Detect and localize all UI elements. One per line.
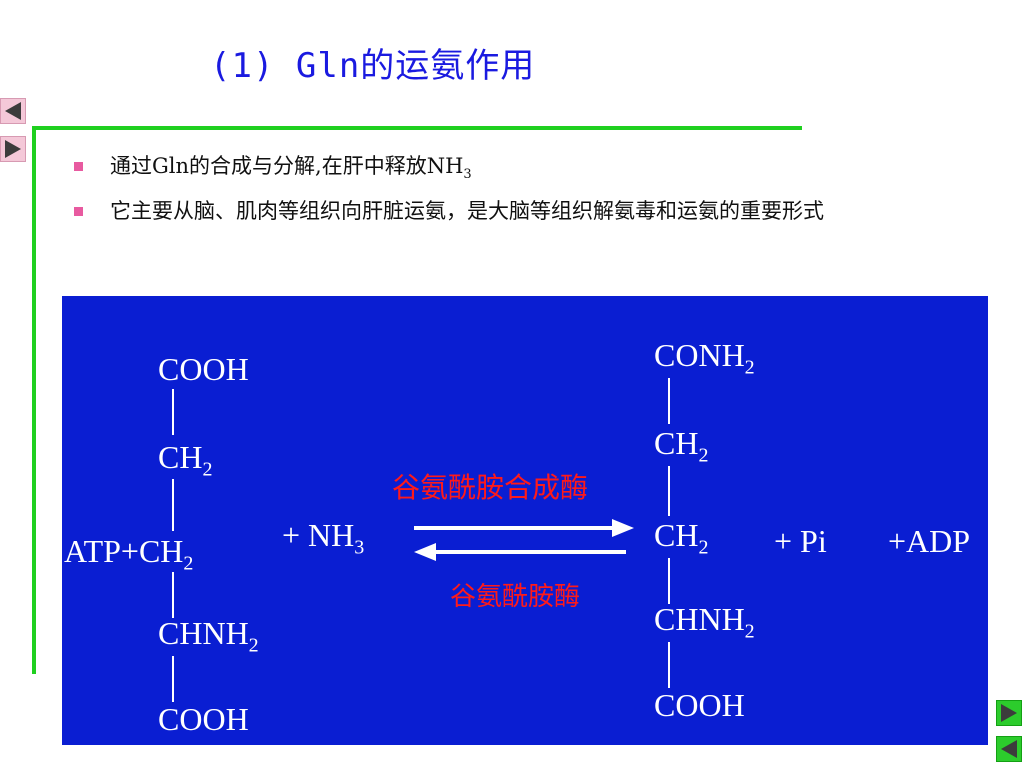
nav-prev-button-bottom[interactable]: [996, 736, 1022, 762]
triangle-left-icon: [5, 102, 21, 120]
bond-line: [668, 642, 670, 688]
right-ch2-2: CH2: [654, 517, 709, 559]
left-cooh-top: COOH: [158, 351, 249, 387]
bond-line: [668, 378, 670, 424]
right-ch2-1: CH2: [654, 425, 709, 467]
triangle-right-icon: [1001, 704, 1017, 722]
reverse-arrow-icon: [414, 543, 436, 561]
bond-line: [172, 656, 174, 702]
bullet-marker: [74, 207, 83, 217]
frame-top-border: [34, 126, 802, 130]
nav-next-button[interactable]: [0, 136, 26, 162]
right-cooh-bottom: COOH: [654, 687, 745, 723]
enzyme-forward-label: 谷氨酰胺合成酶: [392, 473, 589, 504]
right-chnh2: CHNH2: [654, 601, 755, 643]
bullet-marker: [74, 162, 83, 171]
left-ch2-1: CH2: [158, 439, 213, 481]
forward-arrow-line: [414, 526, 614, 530]
reaction-panel: COOH CH2 ATP+CH2 CHNH2 COOH + NH3 谷氨酰胺合成…: [62, 296, 988, 745]
bullet-item: 通过Gln的合成与分解,在肝中释放NH3: [72, 150, 992, 191]
triangle-left-icon: [1001, 740, 1017, 758]
plus-adp: +ADP: [888, 523, 971, 559]
bullet-text: 通过Gln的合成与分解,在肝中释放NH: [110, 154, 464, 178]
nav-prev-button[interactable]: [0, 98, 26, 124]
plus-nh3: + NH3: [282, 517, 365, 559]
nav-next-button-bottom[interactable]: [996, 700, 1022, 726]
bond-line: [172, 572, 174, 618]
triangle-right-icon: [5, 140, 21, 158]
slide-title: (1) Gln的运氨作用: [210, 46, 536, 86]
bullet-subscript: 3: [463, 167, 472, 183]
reverse-arrow-line: [436, 550, 626, 554]
bullet-list: 通过Gln的合成与分解,在肝中释放NH3 它主要从脑、肌肉等组织向肝脏运氨，是大…: [72, 150, 992, 231]
enzyme-reverse-label: 谷氨酰胺酶: [450, 582, 581, 611]
bond-line: [172, 389, 174, 435]
forward-arrow-icon: [612, 519, 634, 537]
bullet-text: 它主要从脑、肌肉等组织向肝脏运氨，是大脑等组织解氨毒和运氨的重要形式: [110, 199, 824, 224]
frame-left-border: [32, 126, 36, 674]
bond-line: [668, 558, 670, 604]
plus-pi: + Pi: [774, 523, 827, 559]
bond-line: [668, 466, 670, 516]
right-conh2: CONH2: [654, 337, 755, 379]
left-chnh2: CHNH2: [158, 615, 259, 657]
bond-line: [172, 479, 174, 531]
left-cooh-bottom: COOH: [158, 701, 249, 737]
left-atp-ch2-2: ATP+CH2: [64, 533, 194, 575]
bullet-item: 它主要从脑、肌肉等组织向肝脏运氨，是大脑等组织解氨毒和运氨的重要形式: [72, 195, 992, 227]
